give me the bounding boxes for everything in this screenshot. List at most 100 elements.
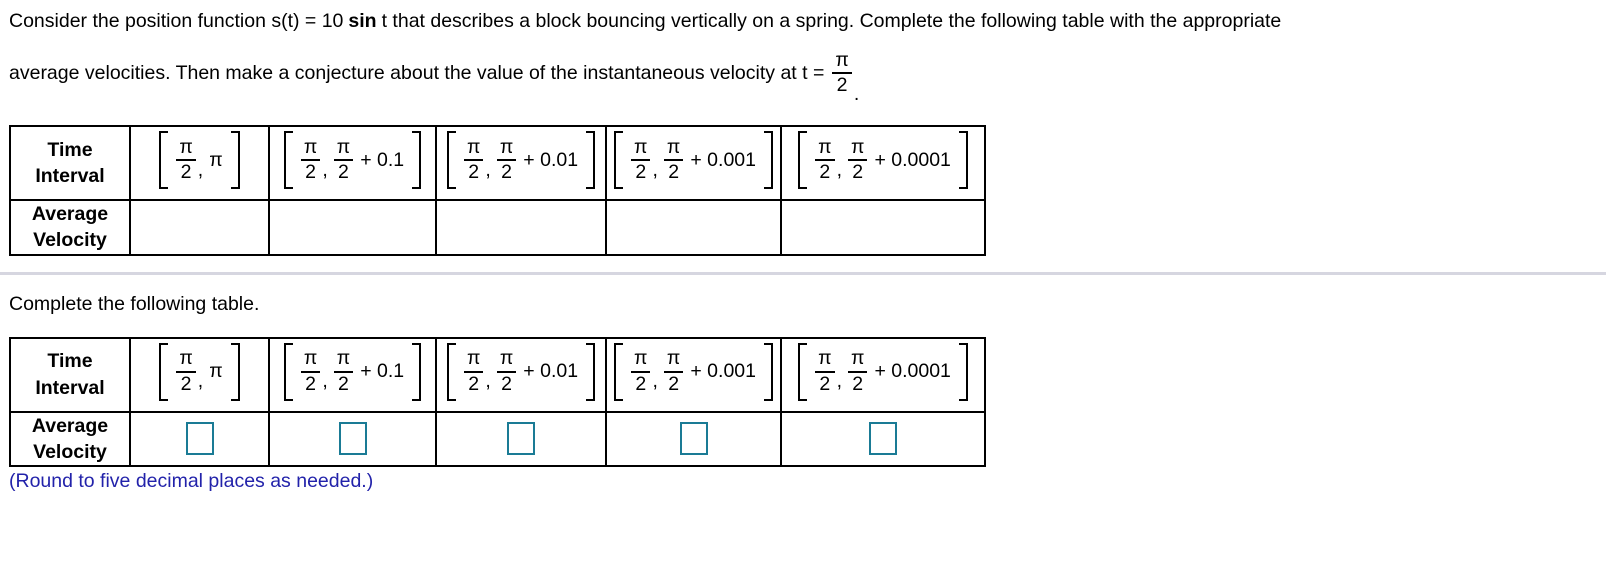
table-row: Average Velocity <box>9 410 986 468</box>
problem-statement-line2: average velocities. Then make a conjectu… <box>9 42 1606 105</box>
interval-separator: , <box>652 370 658 393</box>
right-bracket-icon <box>412 342 422 401</box>
statement-text: average velocities. Then make a conjectu… <box>9 61 825 84</box>
function-name-bold: sin <box>348 10 377 32</box>
interval-separator: , <box>836 158 842 181</box>
answer-cell-3 <box>435 410 607 468</box>
fraction-numerator: π <box>832 49 852 74</box>
interval-separator: , <box>322 158 328 181</box>
average-velocity-cell-2 <box>268 199 437 256</box>
right-bracket-icon <box>586 342 596 401</box>
right-bracket-icon <box>230 342 240 401</box>
interval-increment: + 0.01 <box>523 360 579 383</box>
interval-separator: , <box>485 370 491 393</box>
left-bracket-icon <box>446 131 456 189</box>
interval-upper-bound: π <box>209 360 223 383</box>
interval-separator: , <box>197 158 204 181</box>
left-bracket-icon <box>614 342 624 401</box>
right-bracket-icon <box>586 131 596 189</box>
left-bracket-icon <box>446 342 456 401</box>
left-bracket-icon <box>159 342 169 401</box>
answer-input-box-3[interactable] <box>507 422 535 456</box>
complete-table-instruction: Complete the following table. <box>9 292 260 315</box>
answer-cell-2 <box>268 410 437 468</box>
section-divider <box>0 271 1606 275</box>
problem-page: Consider the position function s(t) = 10… <box>0 10 1606 493</box>
interval-separator: , <box>322 370 328 393</box>
right-bracket-icon <box>958 342 968 401</box>
average-velocity-header: Average Velocity <box>9 199 131 256</box>
average-velocity-cell-1 <box>129 199 270 256</box>
answer-cell-5 <box>780 410 986 468</box>
fraction-denominator: 2 <box>836 74 848 96</box>
left-bracket-icon <box>159 131 169 189</box>
average-velocity-header: Average Velocity <box>9 410 131 468</box>
rounding-instruction: (Round to five decimal places as needed.… <box>9 470 374 493</box>
answer-input-box-5[interactable] <box>869 422 897 456</box>
left-bracket-icon <box>614 131 624 189</box>
interval-separator: , <box>836 370 842 393</box>
average-velocity-cell-4 <box>605 199 782 256</box>
interval-separator: , <box>652 158 658 181</box>
interval-increment: + 0.01 <box>523 148 579 171</box>
interval-separator: , <box>485 158 491 181</box>
interval-separator: , <box>197 370 204 393</box>
answer-input-box-4[interactable] <box>679 422 708 456</box>
answer-cell-1 <box>129 410 270 468</box>
left-bracket-icon <box>283 342 293 401</box>
interval-increment: + 0.0001 <box>874 360 951 383</box>
interval-increment: + 0.1 <box>360 148 405 171</box>
left-bracket-icon <box>798 131 808 189</box>
right-bracket-icon <box>763 131 773 189</box>
interval-increment: + 0.1 <box>360 360 405 383</box>
sentence-period: . <box>853 83 860 105</box>
right-bracket-icon <box>958 131 968 189</box>
average-velocity-cell-5 <box>780 199 986 256</box>
interval-increment: + 0.001 <box>690 360 756 383</box>
statement-text: Consider the position function s(t) = 10 <box>9 10 344 32</box>
right-bracket-icon <box>230 131 240 189</box>
right-bracket-icon <box>412 131 422 189</box>
answer-input-box-1[interactable] <box>185 422 214 456</box>
answer-cell-4 <box>605 410 782 468</box>
interval-increment: + 0.001 <box>690 148 756 171</box>
statement-text: t that describes a block bouncing vertic… <box>381 10 1282 32</box>
answer-input-box-2[interactable] <box>338 422 367 456</box>
